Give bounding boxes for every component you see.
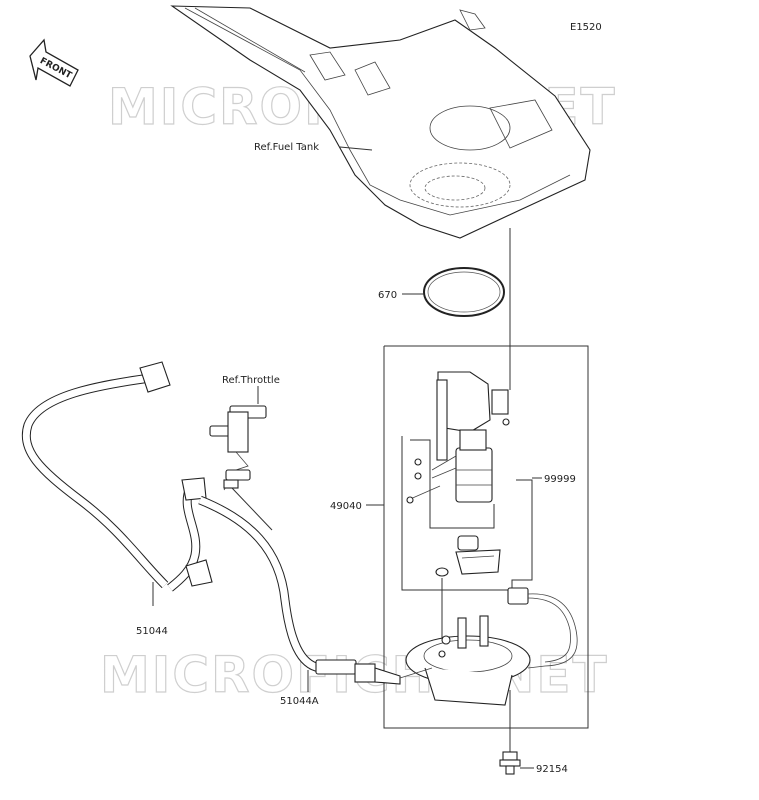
label-99999: 99999 bbox=[544, 474, 576, 485]
watermark-bottom: MICROFICHE.NET bbox=[100, 646, 609, 704]
front-arrow-icon: FRONT bbox=[29, 38, 79, 87]
label-51044a: 51044A bbox=[280, 696, 319, 707]
label-fuel-tank: Ref.Fuel Tank bbox=[254, 142, 319, 153]
label-throttle: Ref.Throttle bbox=[222, 375, 280, 386]
pump-flange bbox=[405, 578, 578, 706]
label-51044: 51044 bbox=[136, 626, 168, 637]
fuel-tank-outline bbox=[170, 5, 591, 239]
throttle-connector bbox=[209, 405, 267, 491]
assembly-box-49040 bbox=[383, 345, 589, 729]
o-ring-670 bbox=[423, 267, 505, 317]
label-670: 670 bbox=[378, 290, 397, 301]
label-49040: 49040 bbox=[330, 501, 362, 512]
fuel-pump bbox=[406, 371, 510, 577]
hose-51044 bbox=[21, 361, 213, 592]
hose-51044a bbox=[198, 495, 433, 685]
diagram-code: E1520 bbox=[570, 22, 602, 33]
label-92154: 92154 bbox=[536, 764, 568, 775]
bolt-92154 bbox=[499, 751, 521, 775]
sub-box-99999 bbox=[401, 436, 533, 591]
